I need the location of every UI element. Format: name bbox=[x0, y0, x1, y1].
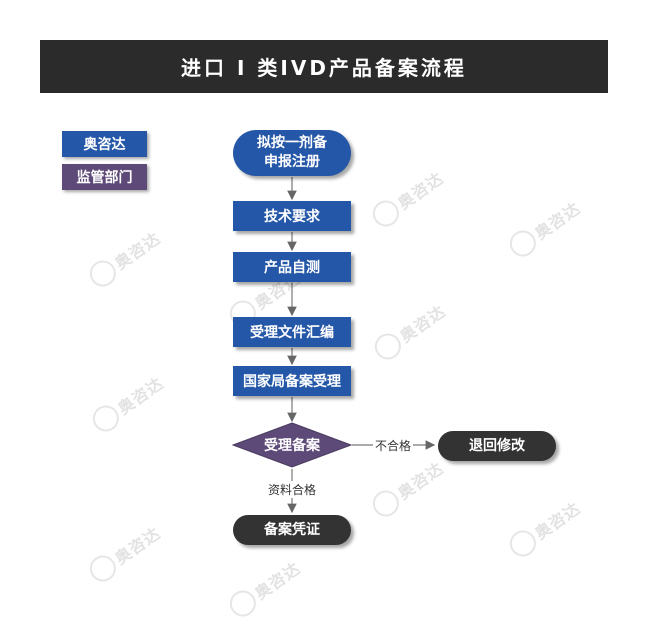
legend-company: 奥咨达 bbox=[62, 131, 147, 157]
step-technical-requirements: 技术要求 bbox=[233, 201, 351, 231]
start-node: 拟按一剂备 申报注册 bbox=[233, 130, 351, 176]
start-node-line2: 申报注册 bbox=[264, 154, 320, 170]
page-title: 进口 I 类IVD产品备案流程 bbox=[40, 40, 608, 93]
legend-regulator: 监管部门 bbox=[62, 164, 147, 190]
end-node: 备案凭证 bbox=[233, 515, 351, 545]
edge-label-pass: 资料合格 bbox=[266, 481, 319, 498]
start-node-line1: 拟按一剂备 bbox=[257, 135, 327, 151]
step-document-compilation: 受理文件汇编 bbox=[233, 317, 351, 347]
flow-connectors bbox=[231, 177, 436, 514]
reject-node: 退回修改 bbox=[438, 431, 556, 461]
step-nmpa-acceptance: 国家局备案受理 bbox=[233, 366, 351, 396]
decision-diamond bbox=[231, 422, 353, 468]
step-product-self-test: 产品自测 bbox=[233, 252, 351, 282]
decision-label: 受理备案 bbox=[264, 438, 320, 454]
edge-label-fail: 不合格 bbox=[373, 437, 414, 454]
